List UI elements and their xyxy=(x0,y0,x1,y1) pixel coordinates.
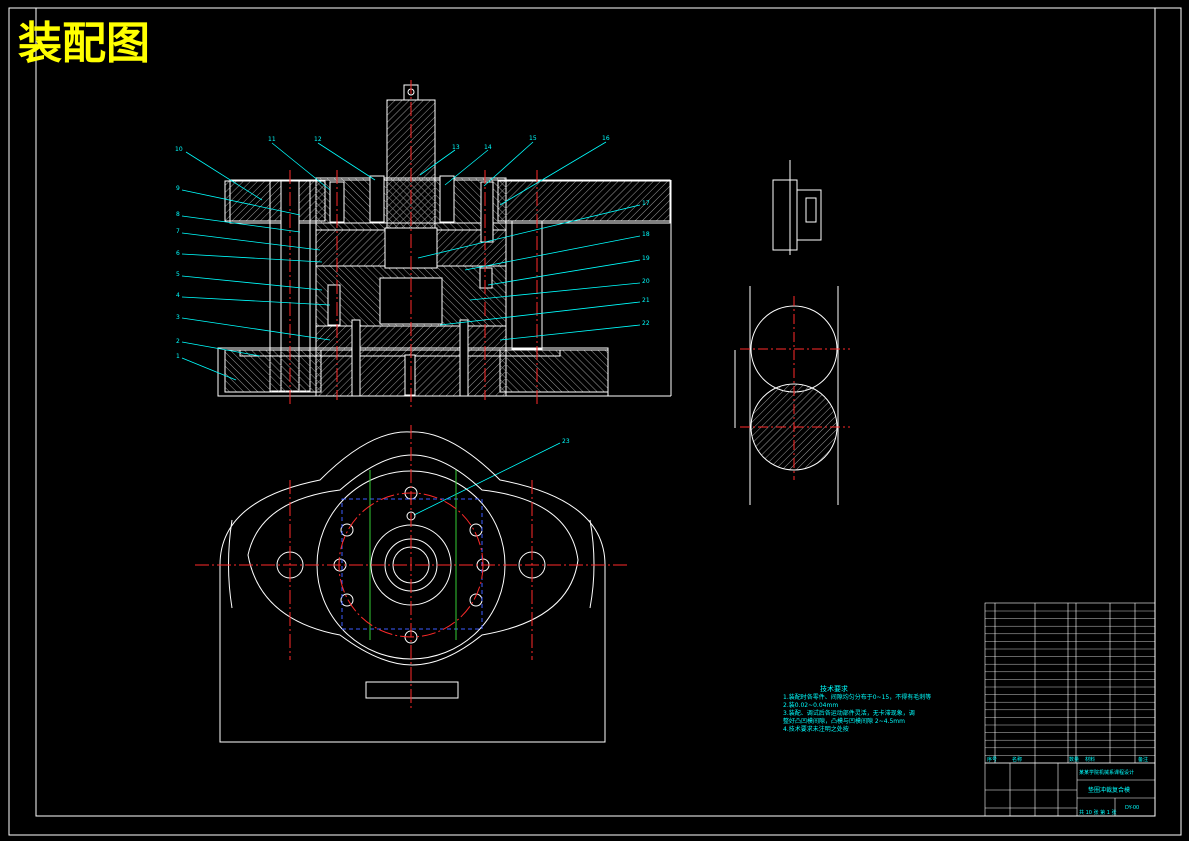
balloon-6: 6 xyxy=(176,250,180,257)
drawing-number: DY-00 xyxy=(1125,805,1139,811)
parts-header-material: 材料 xyxy=(1085,756,1095,763)
technical-requirements: 技术要求 1.装配时各零件、间隙均匀分布于0~15，不得有毛刺等 2.装0.02… xyxy=(783,684,931,733)
balloon-4: 4 xyxy=(176,292,180,299)
tech-line-4: 整好凸凹模间隙，凸模与凹模间隙 2~4.5mm xyxy=(783,717,905,725)
balloon-14: 14 xyxy=(484,144,492,151)
balloon-13: 13 xyxy=(452,144,460,151)
tech-line-3: 3.装配、调试后各运动部件灵活，无卡滞现象，调 xyxy=(783,709,915,717)
balloon-8: 8 xyxy=(176,211,180,218)
balloon-15: 15 xyxy=(529,135,537,142)
plan-view xyxy=(219,431,606,743)
balloon-16: 16 xyxy=(602,135,610,142)
balloon-3: 3 xyxy=(176,314,180,321)
balloon-23: 23 xyxy=(562,438,570,445)
balloon-10: 10 xyxy=(175,146,183,153)
tech-line-1: 1.装配时各零件、间隙均匀分布于0~15，不得有毛刺等 xyxy=(783,693,931,701)
title-block xyxy=(984,762,1156,817)
parts-list xyxy=(984,602,1156,764)
balloon-9: 9 xyxy=(176,185,180,192)
sheet-title: 装配图 xyxy=(18,18,150,69)
outer-border xyxy=(8,7,1182,836)
balloon-17: 17 xyxy=(642,200,650,207)
main-section-view xyxy=(217,84,672,397)
detail-strip-layout xyxy=(734,286,839,505)
plan-hidden-lines xyxy=(341,498,483,630)
tech-line-5: 4.技术要求未注明之处按 xyxy=(783,725,849,733)
detail-washer-section xyxy=(772,160,822,255)
parts-list-rows xyxy=(985,610,1155,756)
leader-lines xyxy=(181,141,641,516)
detail-centerlines xyxy=(740,296,850,480)
parts-header-note: 备注 xyxy=(1138,756,1148,763)
school-name: 某某学院机械系课程设计 xyxy=(1079,769,1134,776)
parts-header-no: 序号 xyxy=(987,756,997,763)
balloon-7: 7 xyxy=(176,228,180,235)
plan-green-lines xyxy=(369,470,457,640)
balloon-18: 18 xyxy=(642,231,650,238)
tech-heading: 技术要求 xyxy=(820,684,848,693)
balloon-5: 5 xyxy=(176,271,180,278)
balloon-1: 1 xyxy=(176,353,180,360)
drawing-name: 垫圈冲裁复合模 xyxy=(1088,786,1130,794)
sheet-count: 共 10 张 第 1 张 xyxy=(1079,809,1117,816)
balloon-22: 22 xyxy=(642,320,650,327)
balloon-19: 19 xyxy=(642,255,650,262)
balloon-labels: 10 9 8 7 6 5 4 3 2 1 11 12 13 14 15 16 1… xyxy=(175,135,650,445)
parts-header-qty: 数量 xyxy=(1069,756,1079,763)
balloon-11: 11 xyxy=(268,136,276,143)
balloon-2: 2 xyxy=(176,338,180,345)
inner-border xyxy=(35,7,1156,817)
balloon-20: 20 xyxy=(642,278,650,285)
balloon-21: 21 xyxy=(642,297,650,304)
parts-header-name: 名称 xyxy=(1012,756,1022,763)
balloon-12: 12 xyxy=(314,136,322,143)
tech-line-2: 2.装0.02~0.04mm xyxy=(783,701,838,709)
title-block-text: 序号 名称 数量 材料 备注 某某学院机械系课程设计 垫圈冲裁复合模 DY-00… xyxy=(987,756,1148,816)
plan-centerlines xyxy=(195,425,630,708)
main-view-centerlines xyxy=(289,80,538,410)
